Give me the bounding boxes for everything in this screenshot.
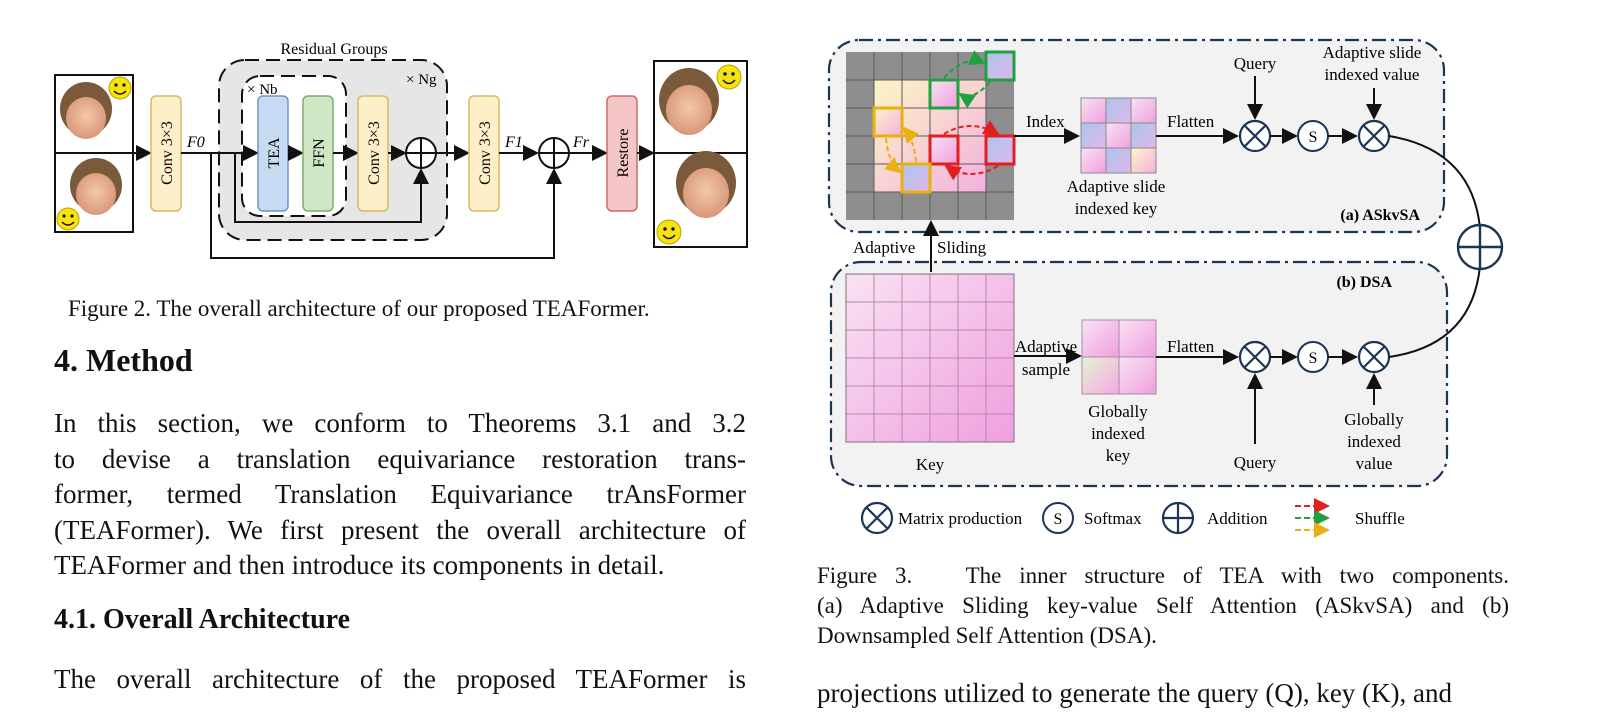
globally-indexed-key-label: key	[1106, 446, 1131, 465]
matrix-production-icon	[860, 501, 894, 535]
adaptive-label: Adaptive	[853, 238, 915, 257]
globally-indexed-key-label: indexed	[1091, 424, 1145, 443]
matrix-production-icon	[1238, 340, 1272, 374]
flatten-label: Flatten	[1167, 337, 1215, 356]
caption-line: (a) Adaptive Sliding key-value Self Atte…	[817, 593, 1509, 618]
figure-3-caption: Figure 3. The inner structure of TEA wit…	[817, 561, 1509, 651]
adaptive-sample-label: sample	[1022, 360, 1070, 379]
key-label: Key	[916, 455, 945, 474]
tea-label: TEA	[266, 137, 283, 169]
softmax-icon: S	[1042, 502, 1074, 534]
svg-text:S: S	[1309, 350, 1318, 367]
f0-label: F0	[186, 134, 205, 151]
paragraph-line: to devise a translation equivariance res…	[54, 443, 746, 474]
times-nb-label: × Nb	[247, 82, 278, 98]
subsection-heading: 4.1. Overall Architecture	[54, 604, 350, 635]
input-image-frame	[54, 74, 134, 233]
smiley-icon	[108, 76, 132, 100]
query-label: Query	[1234, 54, 1277, 73]
figure-2-caption: Figure 2. The overall architecture of ou…	[68, 296, 650, 321]
residual-groups-label: Residual Groups	[280, 41, 387, 58]
legend-softmax: Softmax	[1084, 509, 1142, 528]
softmax-icon: S	[1297, 120, 1329, 152]
matrix-production-icon	[1357, 119, 1391, 153]
ffn-label: FFN	[311, 138, 328, 168]
matrix-production-icon	[1238, 119, 1272, 153]
legend-addition: Addition	[1207, 509, 1268, 528]
conv-label: Conv 3×3	[366, 121, 383, 185]
adaptive-slide-value-label: Adaptive slide	[1323, 43, 1422, 62]
caption-line: Downsampled Self Attention (DSA).	[817, 623, 1157, 648]
legend-matrix-production: Matrix production	[898, 509, 1023, 528]
addition-icon	[538, 137, 570, 169]
sliding-label: Sliding	[937, 238, 987, 257]
dsa-label: (b) DSA	[1336, 274, 1392, 291]
askvsa-label: (a) ASkvSA	[1340, 207, 1420, 224]
f1-label: F1	[504, 134, 523, 151]
dsa-key-grid	[845, 273, 1015, 443]
smiley-icon	[56, 207, 80, 231]
sliding-grid	[846, 50, 1016, 220]
adaptive-slide-key-grid	[1080, 97, 1157, 174]
restore-label: Restore	[615, 129, 632, 178]
paragraph-line: The overall architecture of the proposed…	[54, 664, 746, 694]
figure-2-diagram: Residual Groups × Ng × Nb Conv 3×3 F0 TE…	[54, 41, 748, 259]
legend-shuffle: Shuffle	[1355, 509, 1405, 528]
fr-label: Fr	[572, 134, 590, 151]
section-heading: 4. Method	[54, 342, 193, 378]
matrix-production-icon	[1357, 340, 1391, 374]
query-label: Query	[1234, 453, 1277, 472]
adaptive-sample-label: Adaptive	[1015, 337, 1077, 356]
conv-label: Conv 3×3	[477, 121, 494, 185]
paragraph-line: projections utilized to generate the que…	[817, 678, 1453, 708]
globally-indexed-key-grid	[1081, 319, 1157, 395]
paragraph-line: (TEAFormer). We first present the overal…	[54, 514, 746, 545]
caption-line: Figure 3. The inner structure of TEA wit…	[817, 563, 1509, 588]
globally-indexed-key-label: Globally	[1088, 402, 1148, 421]
smiley-icon	[656, 219, 682, 245]
globally-indexed-value-label: indexed	[1347, 432, 1401, 451]
adaptive-slide-value-label: indexed value	[1325, 65, 1420, 84]
addition-icon	[405, 137, 437, 169]
legend: Matrix production S Softmax Addition Shu…	[860, 498, 1405, 538]
addition-icon	[1161, 501, 1195, 535]
paragraph-line: In this section, we conform to Theorems …	[54, 408, 746, 438]
adaptive-slide-key-label: indexed key	[1075, 199, 1158, 218]
svg-text:S: S	[1309, 129, 1318, 146]
smiley-icon	[716, 64, 742, 90]
adaptive-slide-key-label: Adaptive slide	[1067, 177, 1166, 196]
output-image-frame	[653, 60, 748, 248]
globally-indexed-value-label: value	[1356, 454, 1393, 473]
figure-3-diagram: Index Adaptive slide indexed key Flatten…	[827, 38, 1504, 538]
conv-label: Conv 3×3	[159, 121, 176, 185]
paragraph-line: TEAFormer and then introduce its compone…	[54, 550, 665, 580]
globally-indexed-value-label: Globally	[1344, 410, 1404, 429]
paragraph-line: former, termed Translation Equivariance …	[54, 479, 746, 509]
flatten-label: Flatten	[1167, 112, 1215, 131]
shuffle-icon	[1295, 498, 1330, 538]
times-ng-label: × Ng	[406, 72, 437, 88]
method-paragraph: In this section, we conform to Theorems …	[54, 406, 746, 584]
svg-text:S: S	[1054, 511, 1063, 528]
index-label: Index	[1026, 112, 1065, 131]
addition-icon	[1456, 223, 1504, 271]
softmax-icon: S	[1297, 341, 1329, 373]
